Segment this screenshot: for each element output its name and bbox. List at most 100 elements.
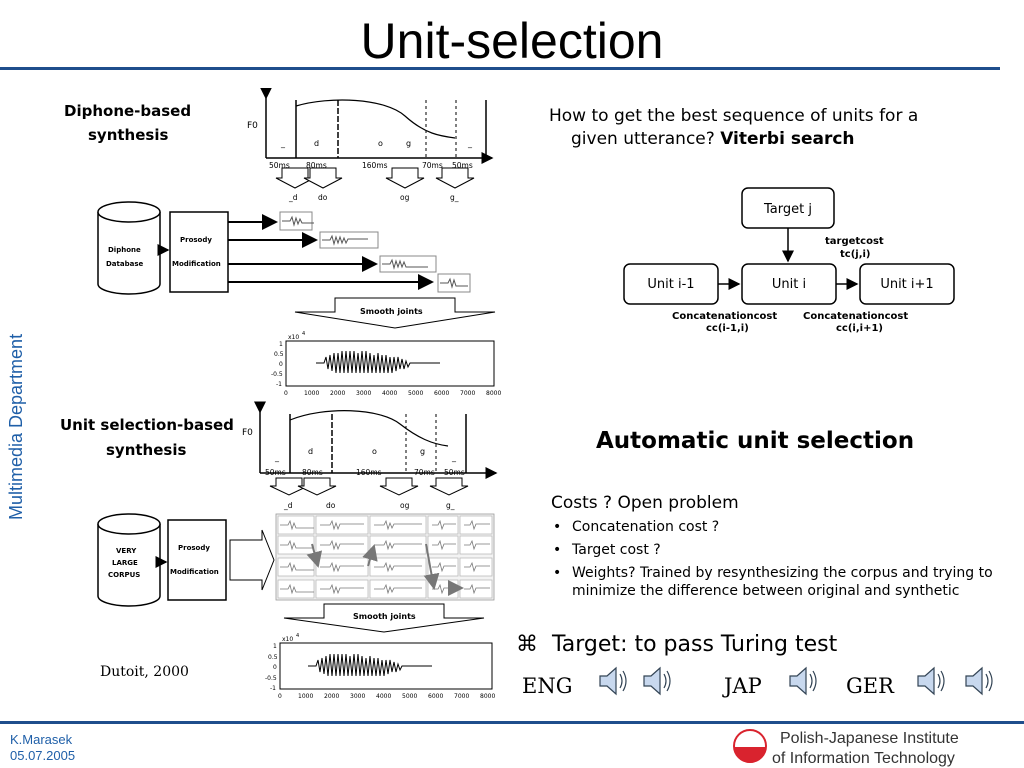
diphone-unit-3: og [400,193,410,202]
unitsel-plot-exponent-power: 4 [296,633,299,639]
speaker-icon[interactable] [640,664,674,698]
diphone-ytick-3: 0 [279,361,283,368]
diphone-xtick-5: 4000 [382,390,397,397]
diphone-xtick-1: 0 [284,390,288,397]
unit-prev-label: Unit i-1 [647,277,694,292]
diphone-database-cylinder: Diphone Database [97,201,161,295]
speaker-icon[interactable] [914,664,948,698]
question-line1: How to get the best sequence of units fo… [549,106,919,126]
unitsel-unit-4: g_ [446,501,455,510]
unitsel-ytick-3: 0 [273,664,277,671]
diphone-xtick-9: 8000 [486,390,501,397]
lang-jap-label: JAP [724,674,762,698]
unitsel-prosody-line2: Modification [170,568,219,576]
unitsel-big-arrow [229,529,275,591]
target-cost-line2: tc(j,i) [840,249,871,260]
diphone-smooth-label: Smooth joints [360,307,423,316]
speaker-icon[interactable] [962,664,996,698]
unitsel-xtick-5: 4000 [376,693,391,700]
diphone-f0-label: F0 [247,121,258,131]
target-node-label: Target j [763,202,812,217]
credit-text: Dutoit, 2000 [100,664,189,680]
unitsel-xtick-1: 0 [278,693,282,700]
diphone-unit-1: _d [288,193,298,202]
unitsel-prosody-box [167,519,227,601]
diphone-ytick-1: 1 [279,341,283,348]
costs-title: Costs ? Open problem [551,493,739,513]
diphone-heading-line1: Diphone-based [64,102,191,120]
unitsel-duration-5: 50ms [444,468,465,477]
automatic-heading: Automatic unit selection [596,428,915,454]
unit-next-label: Unit i+1 [880,277,933,292]
diphone-ytick-5: -1 [276,381,282,388]
diphone-unit-waveforms [279,211,471,293]
unitsel-unit-1: _d [283,501,293,510]
diphone-xtick-8: 7000 [460,390,475,397]
diphone-xtick-4: 3000 [356,390,371,397]
unitsel-corpus-line2: LARGE [112,559,138,567]
speaker-icon[interactable] [786,664,820,698]
unitsel-corpus-line3: CORPUS [108,571,140,579]
diphone-xtick-6: 5000 [408,390,423,397]
lang-ger-label: GER [846,674,894,698]
diphone-f0-plot: F0 _ d o g _ 50ms 80ms 160ms 70ms 50ms [247,88,494,170]
unitsel-unit-3: og [400,501,410,510]
diphone-plot-exponent: x10 [288,334,299,341]
costs-list: Concatenation cost ? Target cost ? Weigh… [551,518,1011,605]
unitsel-unit-2: do [326,501,336,510]
diphone-plot-exponent-power: 4 [302,331,305,337]
diphone-phone-5: _ [467,139,473,148]
unitsel-xtick-3: 2000 [324,693,339,700]
diphone-prosody-line1: Prosody [180,236,212,244]
target-line: ⌘ Target: to pass Turing test [516,632,837,657]
title-divider [0,67,1000,70]
diphone-duration-1: 50ms [269,161,290,170]
unitsel-ytick-1: 1 [273,643,277,650]
diphone-ytick-4: -0.5 [271,371,283,378]
unitsel-phone-1: _ [274,453,280,462]
unitsel-f0-plot: F0 _ d o g _ 50ms 80ms 160ms 70ms 50ms [242,401,498,479]
diphone-duration-2: 80ms [306,161,327,170]
diphone-duration-5: 50ms [452,161,473,170]
unitsel-f0-label: F0 [242,428,253,438]
diphone-heading-line2: synthesis [88,126,168,144]
diphone-phone-1: _ [280,139,286,148]
concat-left-line1: Concatenationcost [672,311,777,322]
unit-cur-label: Unit i [772,277,806,292]
speaker-icon[interactable] [596,664,630,698]
command-icon: ⌘ [516,632,538,657]
diphone-phone-4: g [406,139,411,148]
question-line2-prefix: given utterance? [571,129,715,149]
target-text: Target: to pass Turing test [552,632,838,657]
unitsel-phone-3: o [372,447,377,456]
unitsel-ytick-2: 0.5 [268,654,278,661]
diphone-output-arrows [228,214,434,290]
diphone-duration-3: 160ms [362,161,388,170]
diphone-phone-3: o [378,139,383,148]
unitsel-smooth-arrow [283,603,485,633]
unitsel-plot-exponent: x10 [282,636,293,643]
diphone-database-line2: Database [106,260,144,268]
diphone-smooth-arrow [294,297,496,329]
unitsel-ytick-4: -0.5 [265,675,277,682]
unitsel-candidate-grid [275,513,495,601]
unitsel-unit-arrows [269,477,469,496]
unitsel-xtick-4: 3000 [350,693,365,700]
diphone-prosody-box [169,211,229,293]
unitsel-prosody-line1: Prosody [178,544,210,552]
unitsel-corpus-line1: VERY [116,547,137,555]
unitsel-duration-2: 80ms [302,468,323,477]
diphone-xtick-2: 1000 [304,390,319,397]
question-line2: given utterance? Viterbi search [549,128,1009,151]
institute-name-line1: Polish-Japanese Institute [780,730,959,747]
concat-right-line2: cc(i,i+1) [836,323,883,334]
slide-title: Unit-selection [360,13,664,69]
list-item: Weights? Trained by resynthesizing the c… [551,564,1011,600]
unitsel-ytick-5: -1 [270,685,276,692]
unitsel-phone-4: g [420,447,425,456]
unitsel-duration-4: 70ms [414,468,435,477]
diphone-xtick-7: 6000 [434,390,449,397]
unitsel-duration-3: 160ms [356,468,382,477]
unitsel-phone-5: _ [451,453,457,462]
concat-right-line1: Concatenationcost [803,311,908,322]
